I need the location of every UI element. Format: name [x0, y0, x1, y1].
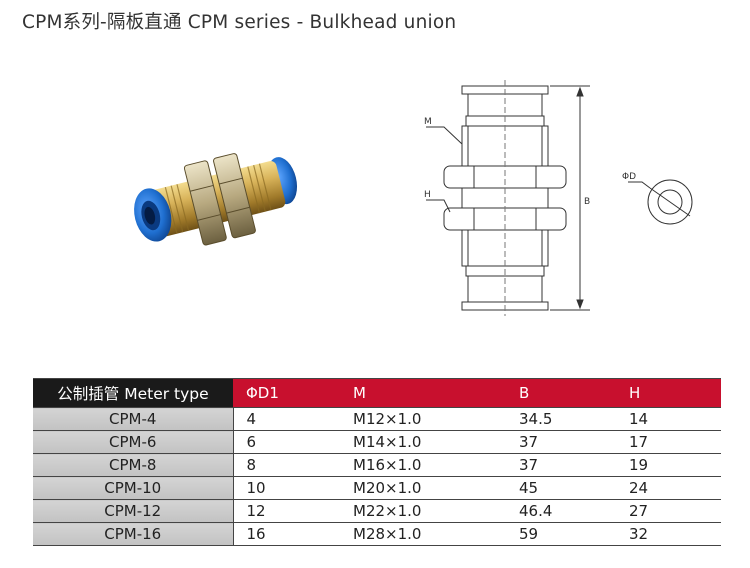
cell-b: 37	[505, 453, 617, 477]
label-d: ΦD	[622, 172, 636, 182]
spec-table: 公制插管 Meter type ΦD1 M B H CPM-4 4 M12×1.…	[33, 379, 721, 546]
cell-d1: 10	[232, 476, 343, 500]
cell-d1: 6	[232, 430, 343, 454]
cell-b: 37	[505, 430, 617, 454]
cell-b: 45	[505, 476, 617, 500]
cell-h: 14	[617, 407, 721, 431]
cell-h: 17	[617, 430, 721, 454]
table-row: CPM-6 6 M14×1.0 37 17	[33, 430, 721, 454]
label-b: B	[584, 197, 590, 207]
table-top-rule	[33, 378, 721, 379]
cell-model: CPM-4	[33, 407, 233, 431]
table-row: CPM-12 12 M22×1.0 46.4 27	[33, 499, 721, 523]
cell-model: CPM-8	[33, 453, 233, 477]
cell-m: M12×1.0	[343, 407, 505, 431]
header-h: H	[617, 379, 721, 408]
cell-model: CPM-16	[33, 522, 233, 546]
header-b: B	[505, 379, 617, 408]
cell-d1: 4	[232, 407, 343, 431]
cell-d1: 12	[232, 499, 343, 523]
cell-m: M22×1.0	[343, 499, 505, 523]
cell-d1: 16	[232, 522, 343, 546]
cell-m: M20×1.0	[343, 476, 505, 500]
cell-m: M28×1.0	[343, 522, 505, 546]
cell-h: 19	[617, 453, 721, 477]
cell-h: 27	[617, 499, 721, 523]
table-row: CPM-10 10 M20×1.0 45 24	[33, 476, 721, 500]
cell-b: 34.5	[505, 407, 617, 431]
cell-model: CPM-12	[33, 499, 233, 523]
cell-d1: 8	[232, 453, 343, 477]
table-row: CPM-16 16 M28×1.0 59 32	[33, 522, 721, 546]
header-meter-type: 公制插管 Meter type	[33, 379, 233, 408]
cell-b: 59	[505, 522, 617, 546]
technical-drawing: M H B ΦD	[424, 80, 693, 316]
cell-b: 46.4	[505, 499, 617, 523]
label-m: M	[424, 117, 432, 127]
table-row: CPM-4 4 M12×1.0 34.5 14	[33, 407, 721, 431]
cell-m: M14×1.0	[343, 430, 505, 454]
product-photo	[134, 153, 298, 246]
cell-h: 32	[617, 522, 721, 546]
page-title: CPM系列-隔板直通 CPM series - Bulkhead union	[22, 12, 457, 33]
table-row: CPM-8 8 M16×1.0 37 19	[33, 453, 721, 477]
cell-model: CPM-6	[33, 430, 233, 454]
cell-h: 24	[617, 476, 721, 500]
header-d1: ΦD1	[233, 379, 343, 408]
cell-model: CPM-10	[33, 476, 233, 500]
cell-m: M16×1.0	[343, 453, 505, 477]
label-h: H	[424, 190, 431, 200]
header-m: M	[343, 379, 505, 408]
table-header-row: 公制插管 Meter type ΦD1 M B H	[33, 379, 721, 408]
